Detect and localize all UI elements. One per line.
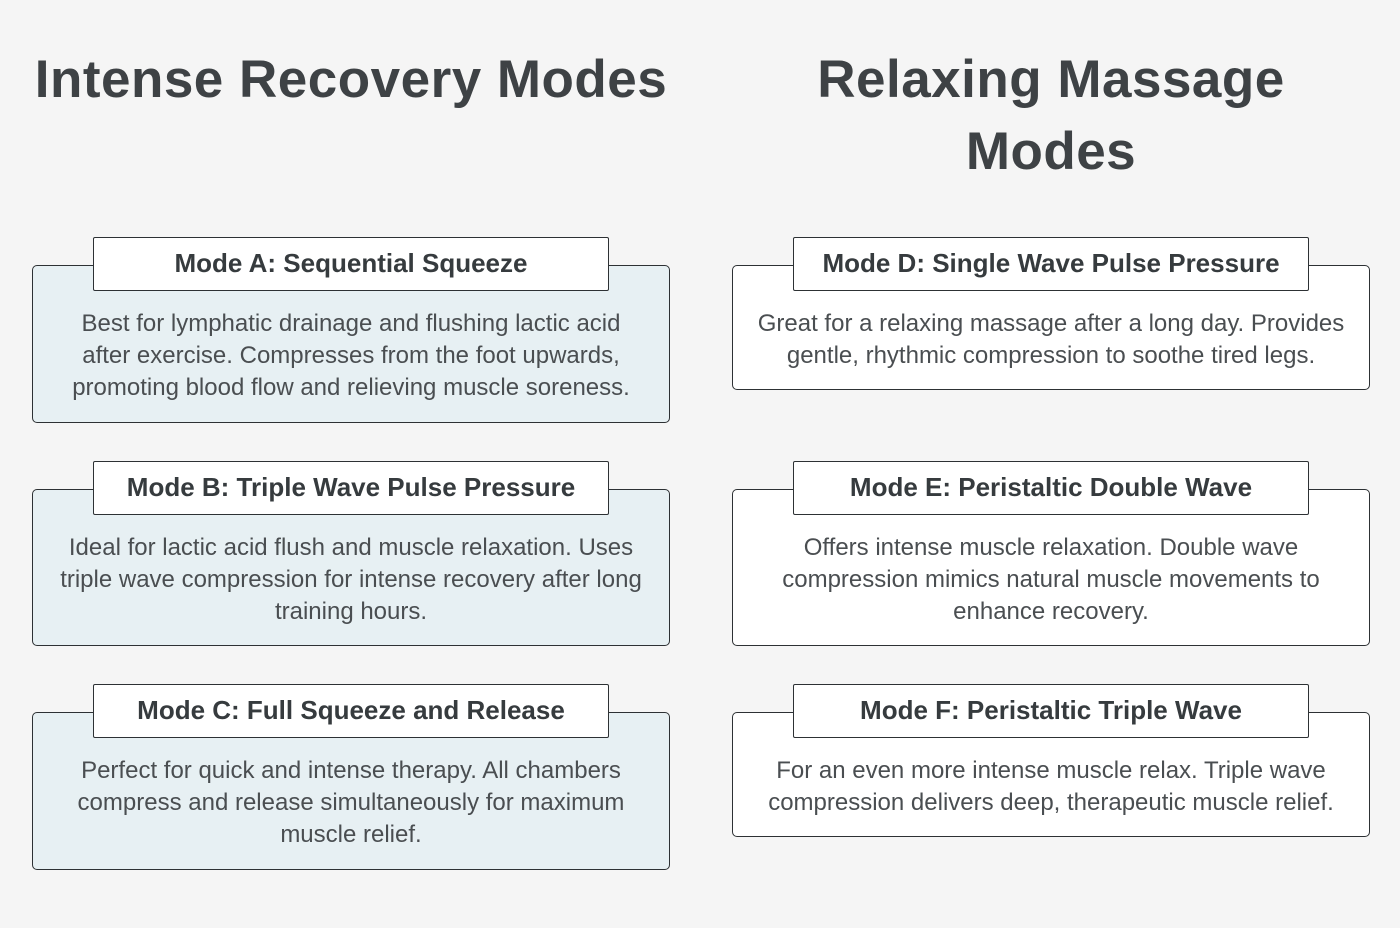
card-body: Perfect for quick and intense therapy. A… (32, 712, 670, 870)
modes-comparison-diagram: Intense Recovery Modes Relaxing Massage … (32, 50, 1370, 870)
heading-relaxing-massage-modes: Relaxing Massage Modes (817, 50, 1285, 181)
card-title-badge: Mode D: Single Wave Pulse Pressure (792, 237, 1310, 292)
card-mode-c: Mode C: Full Squeeze and Release Perfect… (32, 684, 670, 870)
card-description: For an even more intense muscle relax. T… (768, 757, 1334, 817)
card-title-badge: Mode A: Sequential Squeeze (92, 237, 610, 292)
card-title-badge: Mode B: Triple Wave Pulse Pressure (92, 460, 610, 515)
heading-intense-recovery-modes: Intense Recovery Modes (34, 50, 668, 109)
card-mode-d: Mode D: Single Wave Pulse Pressure Great… (732, 237, 1370, 391)
card-title-badge: Mode E: Peristaltic Double Wave (792, 460, 1310, 515)
card-description: Offers intense muscle relaxation. Double… (782, 533, 1320, 625)
card-mode-f: Mode F: Peristaltic Triple Wave For an e… (732, 684, 1370, 838)
card-description: Ideal for lactic acid flush and muscle r… (60, 533, 642, 625)
card-description: Best for lymphatic drainage and flushing… (72, 310, 630, 402)
card-description: Perfect for quick and intense therapy. A… (77, 757, 625, 849)
card-mode-a: Mode A: Sequential Squeeze Best for lymp… (32, 237, 670, 423)
card-body: Offers intense muscle relaxation. Double… (732, 488, 1370, 647)
card-title-badge: Mode F: Peristaltic Triple Wave (792, 684, 1310, 739)
card-mode-e: Mode E: Peristaltic Double Wave Offers i… (732, 460, 1370, 647)
card-body: Ideal for lactic acid flush and muscle r… (32, 488, 670, 647)
card-mode-b: Mode B: Triple Wave Pulse Pressure Ideal… (32, 460, 670, 647)
card-body: Best for lymphatic drainage and flushing… (32, 265, 670, 423)
card-description: Great for a relaxing massage after a lon… (757, 310, 1345, 370)
card-title-badge: Mode C: Full Squeeze and Release (92, 684, 610, 739)
